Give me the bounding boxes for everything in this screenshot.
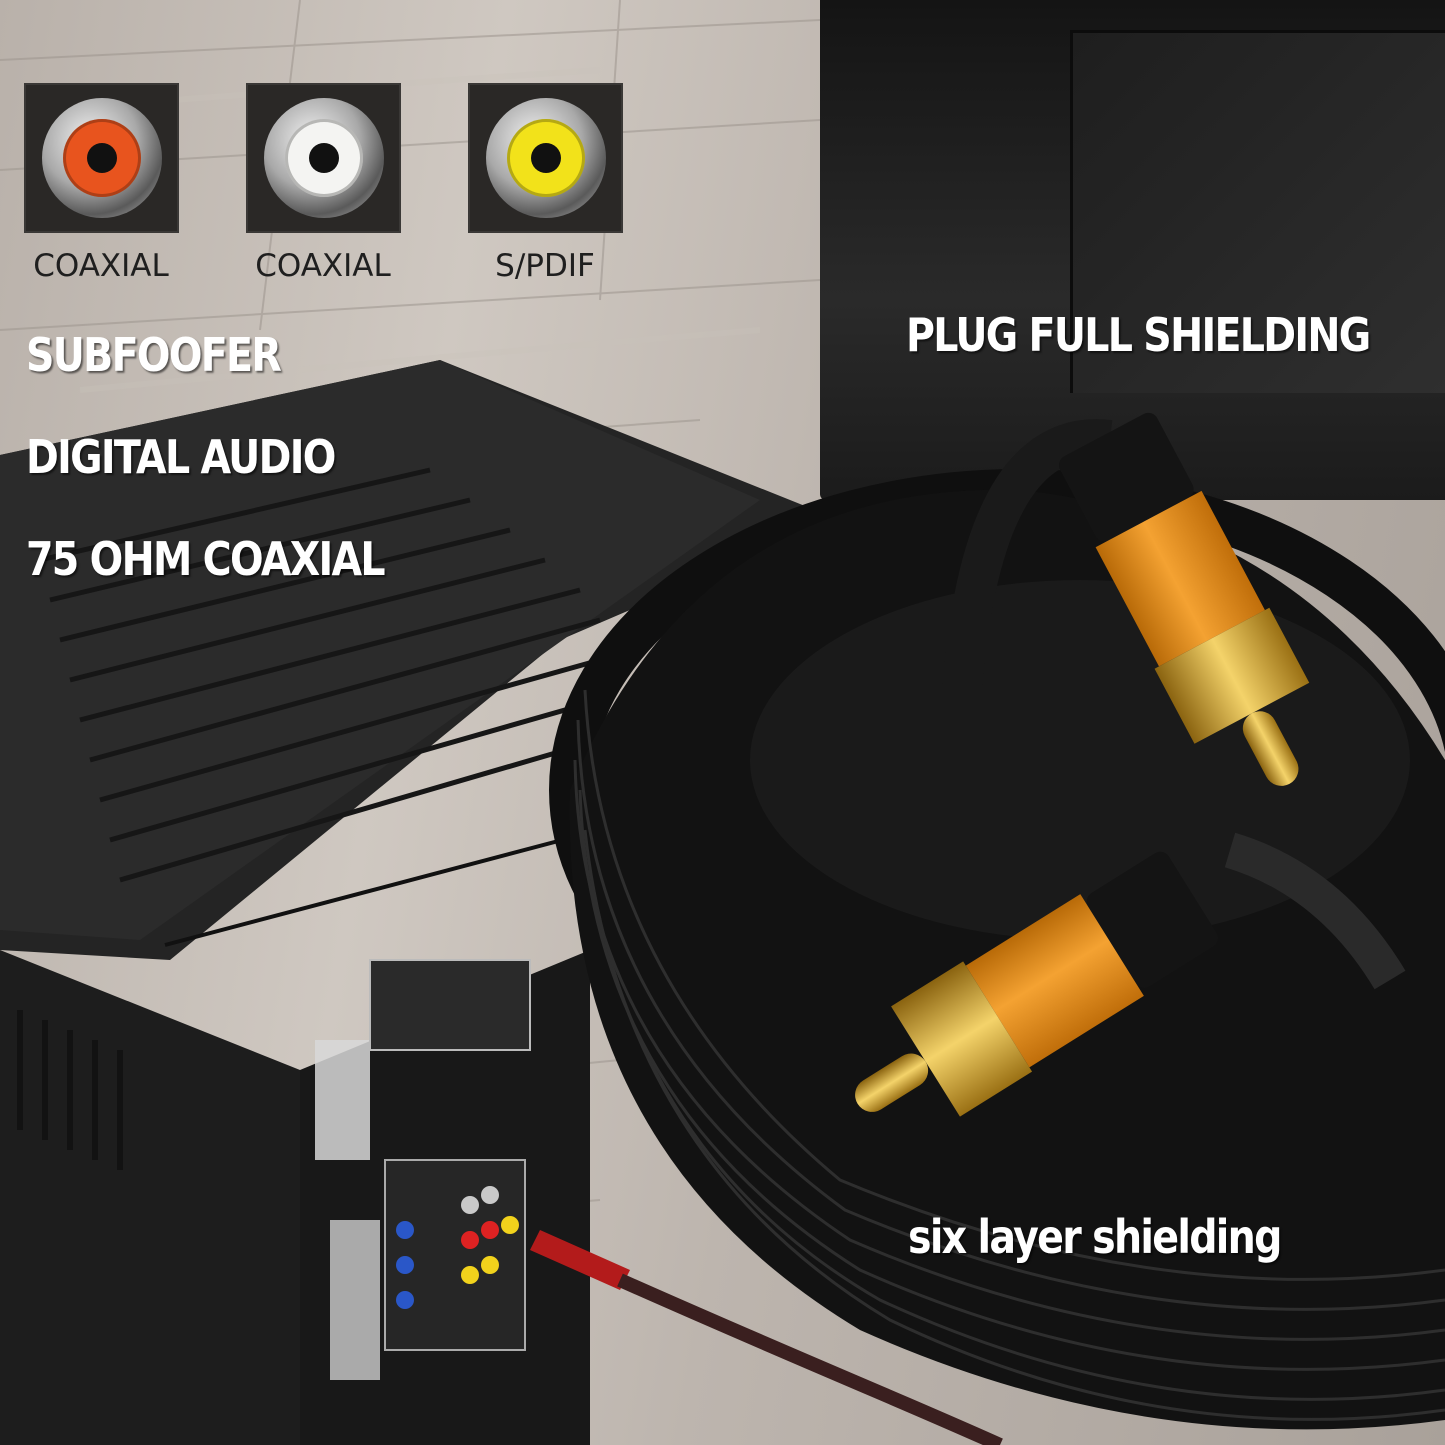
jack-shell: [41, 98, 162, 218]
coaxial-orange-jack-icon: [24, 83, 179, 233]
jack-hole: [86, 143, 117, 173]
jack-ring-white: [284, 119, 363, 197]
feature-digital-audio: DIGITAL AUDIO: [26, 430, 336, 484]
tv-back-panel: [820, 0, 1445, 500]
coaxial-white-jack-icon: [246, 83, 401, 233]
jack-label-3: S/PDIF: [495, 248, 595, 284]
spdif-yellow-jack-icon: [468, 83, 623, 233]
jack-label-2: COAXIAL: [255, 248, 391, 284]
feature-subwoofer: SUBFOOFER: [26, 328, 282, 382]
tv-input-panel: [1070, 30, 1445, 393]
callout-plug-full-shielding: PLUG FULL SHIELDING: [906, 308, 1371, 362]
jack-shell: [263, 98, 384, 218]
jack-hole: [308, 143, 339, 173]
jack-shell: [485, 98, 606, 218]
jack-ring-yellow: [506, 119, 585, 197]
callout-six-layer-shielding: six layer shielding: [908, 1210, 1282, 1264]
jack-ring-orange: [62, 119, 141, 197]
jack-label-1: COAXIAL: [33, 248, 169, 284]
jack-hole: [530, 143, 561, 173]
feature-75-ohm-coaxial: 75 OHM COAXIAL: [26, 532, 386, 586]
